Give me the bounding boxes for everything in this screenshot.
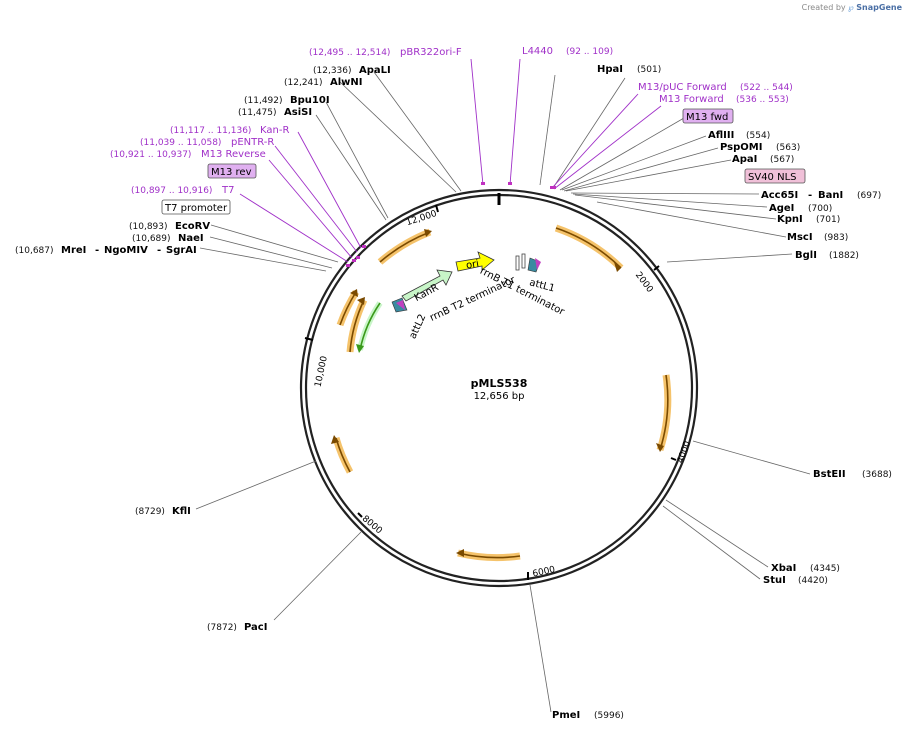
enzyme-name: AflIII xyxy=(708,130,734,141)
enzyme-name: PacI xyxy=(244,622,267,633)
primer-name: pENTR-R xyxy=(231,137,274,148)
enzyme-pos: (4345) xyxy=(810,564,840,574)
enzyme-name: PspOMI xyxy=(720,142,762,153)
enzyme-name: ApaLI xyxy=(359,65,391,76)
tick-label: 10,000 xyxy=(314,355,330,388)
primer-name: Kan-R xyxy=(260,125,289,136)
enzyme-pos: (12,336) xyxy=(313,66,352,76)
tick-label: 4000 xyxy=(676,440,693,465)
credit-brand: SnapGene xyxy=(856,3,902,12)
t7-promoter-box xyxy=(161,199,231,215)
enzyme-pos: (10,893) xyxy=(129,222,168,232)
enzyme-name: MscI xyxy=(787,232,813,243)
primer-labels: (12,495 .. 12,514) pBR322ori-F L4440 (92… xyxy=(110,46,793,196)
m13-rev-label: M13 rev xyxy=(211,167,252,178)
enzyme-pos: (1882) xyxy=(829,251,859,261)
enzyme-pos: (3688) xyxy=(862,470,892,480)
enzyme-name: AgeI xyxy=(769,203,794,214)
primer-name: L4440 xyxy=(522,46,553,57)
enzyme-name: BglI xyxy=(795,250,817,261)
enzyme-pos: (697) xyxy=(857,191,881,201)
backbone xyxy=(299,188,699,588)
enzyme-name: Acc65I xyxy=(761,190,798,201)
primer-name: T7 xyxy=(221,185,234,196)
leader-lines xyxy=(195,71,811,713)
sv40-nls-label: SV40 NLS xyxy=(748,172,797,183)
m13-rev-box xyxy=(207,163,257,179)
enzyme-pos: (983) xyxy=(824,233,848,243)
enzyme-name: AsiSI xyxy=(284,107,312,118)
enzyme-pos: (701) xyxy=(816,215,840,225)
enzyme-name: KflI xyxy=(172,506,191,517)
primer-pos: (11,039 .. 11,058) xyxy=(140,138,221,148)
enzyme-name: Bpu10I xyxy=(290,95,330,106)
enzyme-name: PmeI xyxy=(552,710,580,721)
ori-feature: ori xyxy=(455,251,495,272)
enzyme-separator: - xyxy=(157,245,161,256)
enzyme-pos: (10,687) xyxy=(15,246,54,256)
enzyme-pos: (700) xyxy=(808,204,832,214)
snapgene-logo-icon: ℘ xyxy=(848,3,854,12)
primer-pos: (12,495 .. 12,514) xyxy=(309,48,390,58)
primer-pos: (11,117 .. 11,136) xyxy=(170,126,251,136)
enzyme-name: BstEII xyxy=(813,469,846,480)
enzyme-name: NaeI xyxy=(178,233,204,244)
enzyme-pos: (554) xyxy=(746,131,770,141)
enzyme-pos: (567) xyxy=(770,155,794,165)
boxed-feature-labels: M13 fwd SV40 NLS M13 rev T7 promoter xyxy=(161,108,806,215)
primer-pos: (10,897 .. 10,916) xyxy=(131,186,212,196)
enzyme-pos: (501) xyxy=(637,65,661,75)
enzyme-pos: (12,241) xyxy=(284,78,323,88)
tick-label: 6000 xyxy=(532,565,557,580)
enzyme-pos: (8729) xyxy=(135,507,165,517)
attl2-label: attL2 xyxy=(408,313,429,341)
credit-prefix: Created by xyxy=(801,3,846,12)
enzyme-pos: (563) xyxy=(776,143,800,153)
enzyme-pos: (11,475) xyxy=(238,108,277,118)
enzyme-separator: - xyxy=(808,190,812,201)
enzyme-pos: (4420) xyxy=(798,576,828,586)
enzyme-pos: (10,689) xyxy=(132,234,171,244)
primer-pos: (10,921 .. 10,937) xyxy=(110,150,191,160)
primer-name: M13/pUC Forward xyxy=(638,82,727,93)
enzyme-name: ApaI xyxy=(732,154,757,165)
enzyme-name: HpaI xyxy=(597,64,623,75)
enzyme-name: AlwNI xyxy=(330,77,363,88)
kanr-feature: KanR xyxy=(401,269,453,304)
m13-fwd-box xyxy=(682,108,734,124)
enzyme-name: MreI xyxy=(61,245,86,256)
enzyme-pos: (11,492) xyxy=(244,96,283,106)
primer-marks xyxy=(346,182,556,267)
orf-arrowheads xyxy=(331,229,664,557)
tick-label: 2000 xyxy=(633,270,655,295)
enzyme-name: NgoMIV xyxy=(104,245,148,256)
snapgene-credit: Created by ℘ SnapGene xyxy=(802,3,902,12)
t7-promoter-label: T7 promoter xyxy=(164,203,228,214)
plasmid-name: pMLS538 xyxy=(471,377,528,390)
enzyme-labels-right: HpaI (501) AflIII (554) PspOMI (563) Apa… xyxy=(552,64,892,721)
enzyme-pos: (5996) xyxy=(594,711,624,721)
primer-pos: (92 .. 109) xyxy=(566,47,613,57)
enzyme-name: XbaI xyxy=(771,563,796,574)
primer-name: pBR322ori-F xyxy=(400,47,462,58)
small-features xyxy=(391,253,541,313)
enzyme-name: BanI xyxy=(818,190,843,201)
sv40-nls-box xyxy=(744,168,806,184)
enzyme-name: KpnI xyxy=(777,214,803,225)
primer-name: M13 Forward xyxy=(659,94,724,105)
enzyme-pos: (7872) xyxy=(207,623,237,633)
enzyme-name: EcoRV xyxy=(175,221,210,232)
primer-lines xyxy=(239,58,662,263)
plasmid-length: 12,656 bp xyxy=(474,391,525,402)
enzyme-name: StuI xyxy=(763,575,786,586)
primer-name: M13 Reverse xyxy=(201,149,266,160)
m13-fwd-label: M13 fwd xyxy=(686,112,728,123)
primer-pos: (536 .. 553) xyxy=(736,95,789,105)
enzyme-name: SgrAI xyxy=(166,245,197,256)
enzyme-separator: - xyxy=(95,245,99,256)
primer-pos: (522 .. 544) xyxy=(740,83,793,93)
ori-label: ori xyxy=(465,259,480,272)
enzyme-labels-left: (7872) PacI (8729) KflI (10,687) MreI - … xyxy=(15,65,391,633)
